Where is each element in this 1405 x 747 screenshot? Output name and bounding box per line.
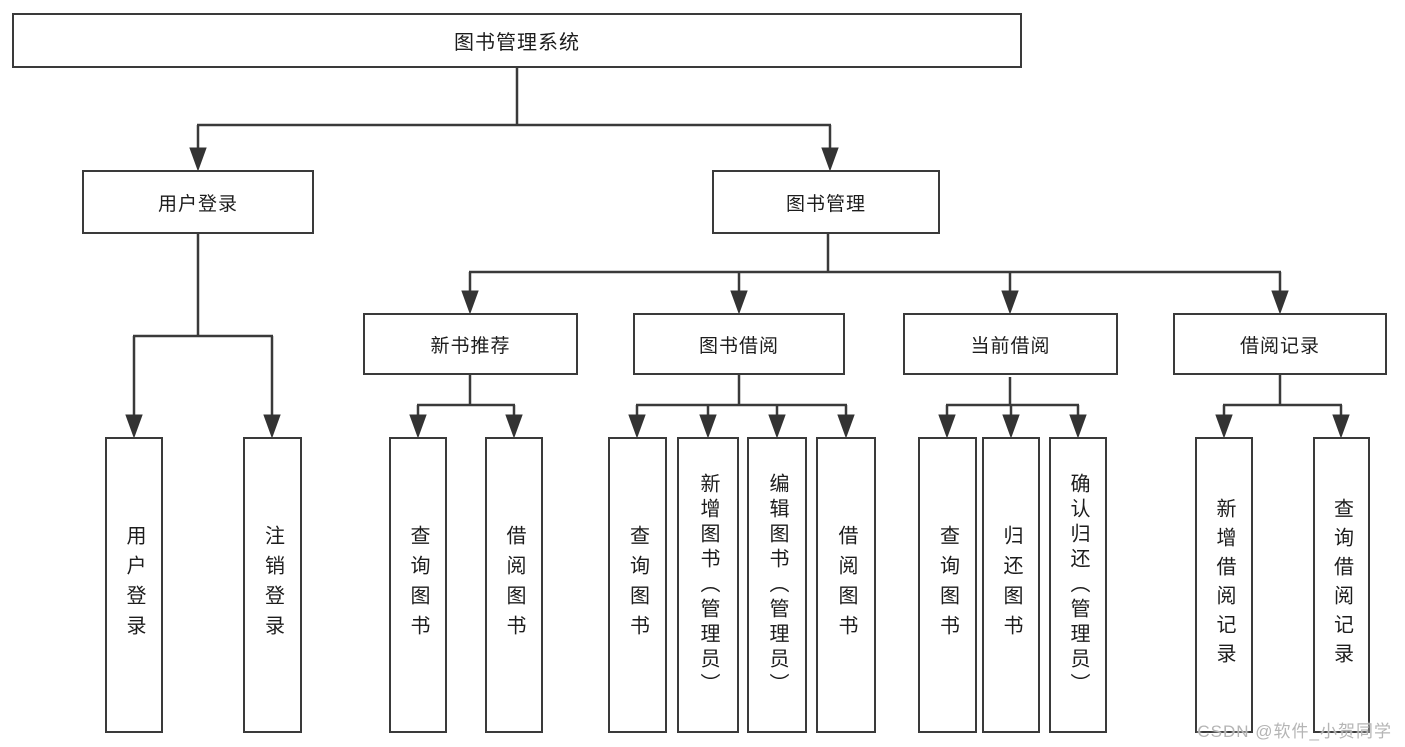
arrow-down-icon [938,414,956,439]
arrow-down-icon [189,147,207,172]
node-borrowing-records-label: 借阅记录 [1239,335,1320,357]
leaf-newbooks-query: 查询图书 [389,437,447,733]
leaf-newbooks-borrow: 借阅图书 [485,437,543,733]
arrow-down-icon [768,414,786,439]
leaf-logout: 注销登录 [243,437,302,733]
arrow-down-icon [461,290,479,315]
leaf-current-query: 查询图书 [918,437,977,733]
leaf-records-query-label: 查询借阅记录 [1330,498,1353,672]
node-new-book-recommend: 新书推荐 [363,313,578,375]
node-book-management-label: 图书管理 [785,193,866,215]
leaf-borrowing-borrow-label: 借阅图书 [835,525,857,645]
arrow-down-icon [699,414,717,439]
leaf-logout-label: 注销登录 [261,525,284,645]
arrow-down-icon [409,414,427,439]
node-new-book-recommend-label: 新书推荐 [430,335,511,357]
connector-new-books-to-leaves [409,375,523,439]
leaf-current-query-label: 查询图书 [936,525,959,645]
leaf-user-login-label: 用户登录 [123,525,145,645]
node-user-login-label: 用户登录 [157,193,238,215]
arrow-down-icon [628,414,646,439]
arrow-down-icon [1069,414,1087,439]
node-user-login: 用户登录 [82,170,314,234]
leaf-newbooks-query-label: 查询图书 [407,525,429,645]
arrow-down-icon [730,290,748,315]
node-current-borrowing-label: 当前借阅 [970,335,1051,357]
leaf-borrowing-query-label: 查询图书 [626,525,649,645]
leaf-borrowing-edit-admin: 编辑图书（管理员） [747,437,807,733]
leaf-borrowing-add-admin-label: 新增图书（管理员） [697,472,719,698]
connector-root-to-level2 [189,68,839,172]
connector-book-borrowing-to-leaves [628,375,855,439]
arrow-down-icon [1215,414,1233,439]
node-root-label: 图书管理系统 [454,32,580,54]
node-book-borrowing: 图书借阅 [633,313,845,375]
arrow-down-icon [125,414,143,439]
leaf-current-confirm-return-admin-label: 确认归还（管理员） [1067,472,1089,698]
arrow-down-icon [263,414,281,439]
leaf-borrowing-query: 查询图书 [608,437,667,733]
arrow-down-icon [837,414,855,439]
node-root: 图书管理系统 [12,13,1022,68]
connector-borrowing-records-to-leaves [1215,375,1350,439]
csdn-watermark: CSDN @软件_小贺同学 [1197,722,1392,741]
node-borrowing-records: 借阅记录 [1173,313,1387,375]
leaf-borrowing-add-admin: 新增图书（管理员） [677,437,739,733]
leaf-records-add: 新增借阅记录 [1195,437,1253,733]
arrow-down-icon [505,414,523,439]
connector-current-borrowing-to-leaves [938,377,1087,439]
leaf-newbooks-borrow-label: 借阅图书 [503,525,525,645]
leaf-borrowing-borrow: 借阅图书 [816,437,876,733]
connector-user-login-to-leaves [125,233,281,439]
leaf-records-add-label: 新增借阅记录 [1213,498,1235,672]
leaf-user-login: 用户登录 [105,437,163,733]
leaf-current-return-label: 归还图书 [1000,525,1022,645]
arrow-down-icon [1001,290,1019,315]
node-current-borrowing: 当前借阅 [903,313,1118,375]
leaf-current-return: 归还图书 [982,437,1040,733]
leaf-current-confirm-return-admin: 确认归还（管理员） [1049,437,1107,733]
arrow-down-icon [1002,414,1020,439]
connector-book-mgmt-to-level3 [461,234,1289,315]
leaf-records-query: 查询借阅记录 [1313,437,1370,733]
arrow-down-icon [1332,414,1350,439]
node-book-management: 图书管理 [712,170,940,234]
arrow-down-icon [1271,290,1289,315]
leaf-borrowing-edit-admin-label: 编辑图书（管理员） [766,472,788,698]
node-book-borrowing-label: 图书借阅 [698,335,779,357]
arrow-down-icon [821,147,839,172]
